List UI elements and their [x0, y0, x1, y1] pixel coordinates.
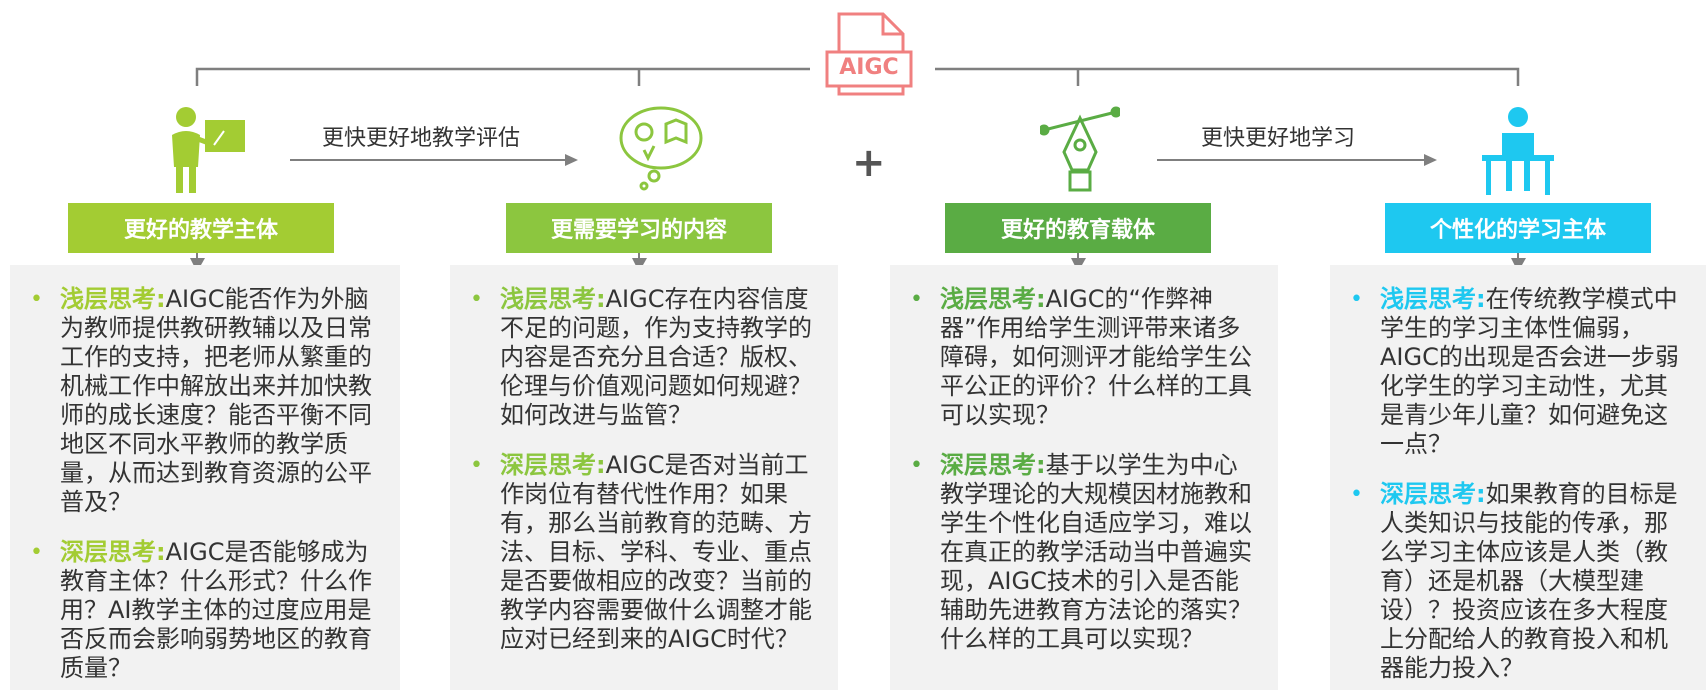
bullet-icon: •: [470, 287, 483, 312]
bullet-icon: •: [30, 287, 43, 312]
item-text: AIGC的“作弊神器”作用给学生测评带来诸多障碍，如何测评才能给学生公平公正的评…: [940, 285, 1252, 429]
item-label: 深层思考:: [500, 451, 606, 479]
arrow-label-teaching-evaluation: 更快更好地教学评估: [322, 126, 521, 151]
item-label: 浅层思考:: [1380, 285, 1486, 313]
item-text: 如果教育的目标是人类知识与技能的传承，那么学习主体应该是人类（教育）还是机器（大…: [1380, 480, 1678, 682]
list-item: • 深层思考:AIGC是否对当前工作岗位有替代性作用？如果有，那么当前教育的范畴…: [450, 451, 838, 654]
teacher-icon: [158, 105, 253, 199]
item-label: 深层思考:: [940, 451, 1046, 479]
panel-column-2: • 浅层思考:AIGC存在内容信度不足的问题，作为支持教学的内容是否充分且合适？…: [450, 265, 838, 690]
item-text: AIGC能否作为外脑为教师提供教研教辅以及日常工作的支持，把老师从繁重的机械工作…: [60, 285, 372, 516]
list-item: • 浅层思考:AIGC能否作为外脑为教师提供教研教辅以及日常工作的支持，把老师从…: [10, 285, 400, 517]
bullet-icon: •: [910, 453, 923, 478]
item-label: 深层思考:: [1380, 480, 1486, 508]
list-item: • 深层思考:基于以学生为中心教学理论的大规模因材施教和学生个性化自适应学习，难…: [890, 451, 1278, 654]
header-content-to-learn: 更需要学习的内容: [506, 203, 772, 253]
item-text: 在传统教学模式中学生的学习主体性偏弱，AIGC的出现是否会进一步弱化学生的学习主…: [1380, 285, 1679, 458]
item-label: 深层思考:: [60, 538, 166, 566]
item-label: 浅层思考:: [500, 285, 606, 313]
pen-tool-icon: [1038, 100, 1122, 199]
item-text: 基于以学生为中心教学理论的大规模因材施教和学生个性化自适应学习，难以在真正的教学…: [940, 451, 1252, 653]
bullet-icon: •: [470, 453, 483, 478]
list-item: • 浅层思考:AIGC的“作弊神器”作用给学生测评带来诸多障碍，如何测评才能给学…: [890, 285, 1278, 430]
item-label: 浅层思考:: [60, 285, 166, 313]
item-text: AIGC是否对当前工作岗位有替代性作用？如果有，那么当前教育的范畴、方法、目标、…: [500, 451, 812, 653]
bullet-icon: •: [30, 540, 43, 565]
student-icon: [1478, 105, 1558, 199]
aigc-document-icon: AIGC: [825, 10, 913, 98]
header-personalized-learning-subject: 个性化的学习主体: [1385, 203, 1651, 253]
list-item: • 浅层思考:AIGC存在内容信度不足的问题，作为支持教学的内容是否充分且合适？…: [450, 285, 838, 430]
item-text: AIGC是否能够成为教育主体？什么形式？什么作用？AI教学主体的过度应用是否反而…: [60, 538, 372, 682]
list-item: • 深层思考:如果教育的目标是人类知识与技能的传承，那么学习主体应该是人类（教育…: [1330, 480, 1706, 683]
bullet-icon: •: [910, 287, 923, 312]
thinking-content-icon: [614, 102, 709, 196]
arrow-label-learning: 更快更好地学习: [1201, 126, 1356, 151]
panel-column-1: • 浅层思考:AIGC能否作为外脑为教师提供教研教辅以及日常工作的支持，把老师从…: [10, 265, 400, 690]
panel-column-4: • 浅层思考:在传统教学模式中学生的学习主体性偏弱，AIGC的出现是否会进一步弱…: [1330, 265, 1706, 690]
bullet-icon: •: [1350, 482, 1363, 507]
list-item: • 浅层思考:在传统教学模式中学生的学习主体性偏弱，AIGC的出现是否会进一步弱…: [1330, 285, 1706, 459]
bullet-icon: •: [1350, 287, 1363, 312]
plus-symbol: +: [852, 140, 886, 186]
item-label: 浅层思考:: [940, 285, 1046, 313]
header-better-education-carrier: 更好的教育载体: [945, 203, 1211, 253]
panel-column-3: • 浅层思考:AIGC的“作弊神器”作用给学生测评带来诸多障碍，如何测评才能给学…: [890, 265, 1278, 690]
list-item: • 深层思考:AIGC是否能够成为教育主体？什么形式？什么作用？AI教学主体的过…: [10, 538, 400, 683]
header-better-teaching-subject: 更好的教学主体: [68, 203, 334, 253]
aigc-label: AIGC: [839, 55, 899, 80]
item-text: AIGC存在内容信度不足的问题，作为支持教学的内容是否充分且合适？版权、伦理与价…: [500, 285, 812, 429]
